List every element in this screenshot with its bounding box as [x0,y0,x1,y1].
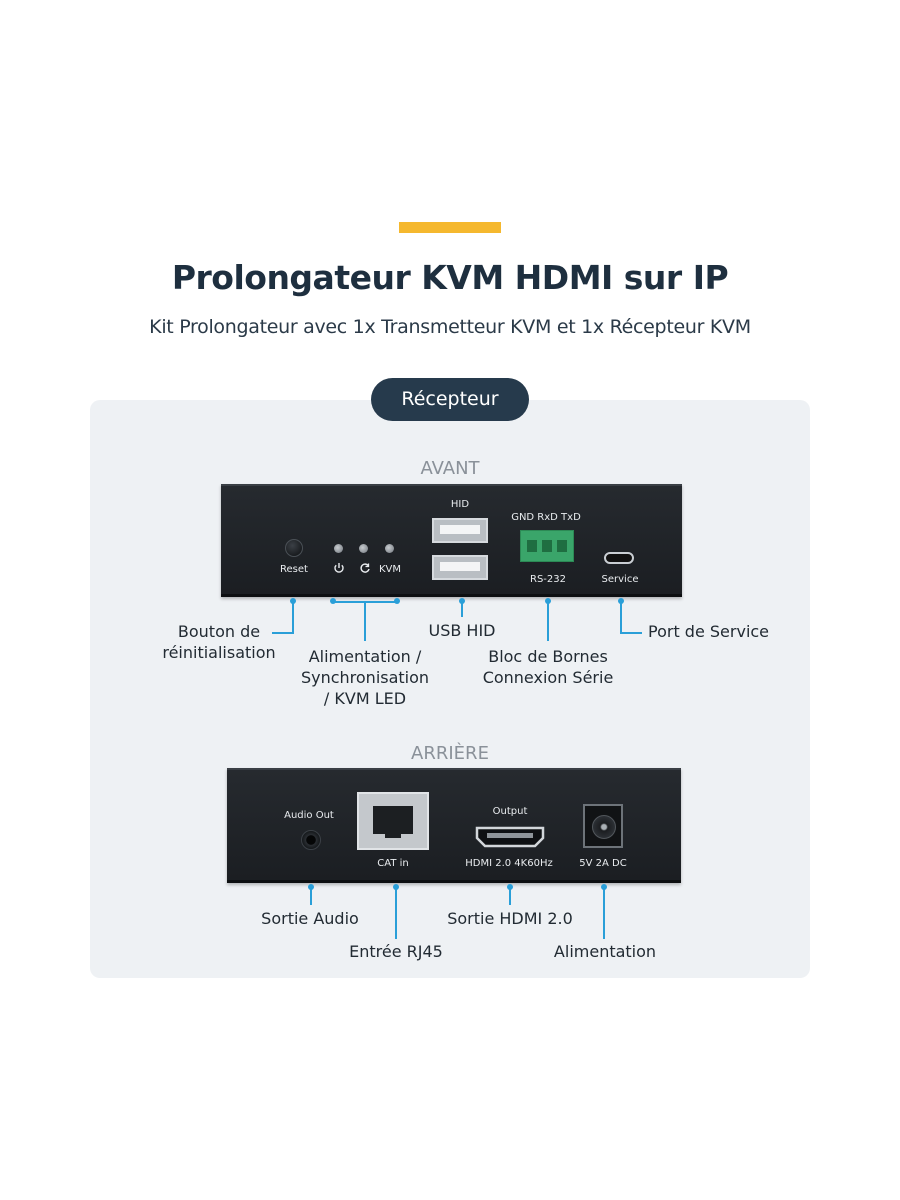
reset-button-icon [285,539,303,557]
page-title: Prolongateur KVM HDMI sur IP [171,258,729,297]
cat-in-label: CAT in [377,858,409,869]
power-led [334,544,343,553]
callout-serial: Bloc de Bornes Connexion Série [482,647,614,687]
callout-leds: Alimentation / Synchronisation / KVM LED [300,647,430,708]
rear-section-label: ARRIÈRE [411,743,489,764]
receiver-badge: Récepteur [371,378,529,421]
kvm-label: KVM [378,564,402,575]
callout-rj45: Entrée RJ45 [349,942,443,961]
callout-dot [394,598,400,604]
rs232-label: RS-232 [530,574,566,585]
callout-line [509,887,511,905]
usb-port-icon [432,518,488,543]
callout-audio: Sortie Audio [261,909,359,928]
callout-service: Port de Service [648,622,770,641]
audio-out-label: Audio Out [284,810,334,821]
service-label: Service [601,574,639,585]
hid-label: HID [450,499,470,510]
sync-icon [360,563,370,573]
sync-led [359,544,368,553]
micro-usb-icon [604,552,634,564]
callout-line [272,632,294,634]
hdmi-port-icon [475,826,545,848]
terminal-pins-label: GND RxD TxD [511,512,581,523]
callout-line [620,632,642,634]
callout-usb-hid: USB HID [428,621,496,640]
kvm-led [385,544,394,553]
front-panel: Reset KVM HID GND RxD TxD RS-232 Service [221,484,682,597]
callout-line [603,887,605,939]
usb-port-icon [432,555,488,580]
callout-power: Alimentation [553,942,657,961]
hdmi-spec-label: HDMI 2.0 4K60Hz [465,858,553,869]
callout-line [310,887,312,905]
callout-line [395,887,397,939]
callout-line [620,601,622,633]
rear-panel: Audio Out CAT in Output HDMI 2.0 4K60Hz … [227,768,681,883]
callout-line [292,601,294,633]
dc-jack-icon [583,804,623,848]
accent-bar [399,222,501,233]
front-section-label: AVANT [420,458,480,479]
power-spec-label: 5V 2A DC [579,858,627,869]
rj45-port-icon [357,792,429,850]
callout-line [364,601,366,641]
callout-line [547,601,549,641]
reset-label: Reset [280,564,308,575]
page-subtitle: Kit Prolongateur avec 1x Transmetteur KV… [149,316,751,338]
audio-jack-icon [301,830,321,850]
callout-line [461,601,463,617]
callout-reset: Bouton de réinitialisation [162,622,276,662]
callout-hdmi: Sortie HDMI 2.0 [447,909,573,928]
terminal-block-icon [520,530,574,562]
power-icon [334,563,344,573]
output-label: Output [492,806,528,817]
